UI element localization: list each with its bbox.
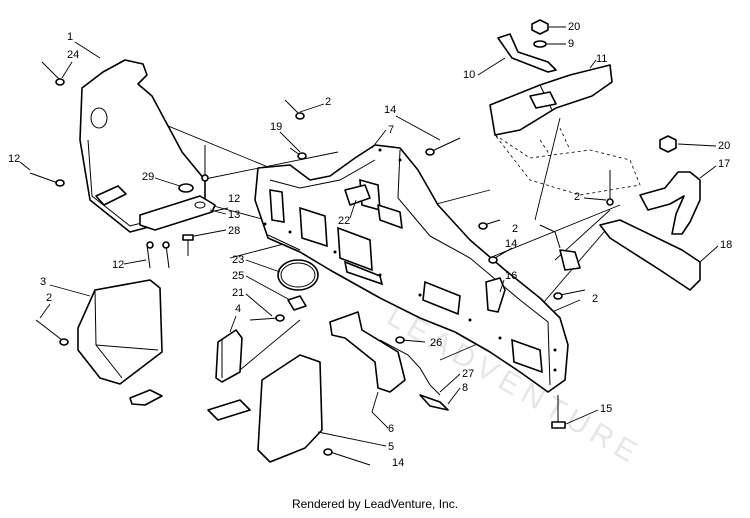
callout-12-low: 12	[112, 259, 124, 271]
callout-25: 25	[232, 270, 244, 282]
callout-1: 1	[67, 31, 73, 43]
callout-13: 13	[228, 209, 240, 221]
callout-2-right-b: 2	[592, 293, 598, 305]
ring-part-23	[277, 259, 319, 291]
callout-18: 18	[720, 239, 732, 251]
strap-part-10	[497, 33, 557, 73]
callout-23: 23	[232, 254, 244, 266]
bolt-part-15	[551, 421, 566, 429]
callout-20-top: 20	[568, 21, 580, 33]
panel-part-5	[207, 354, 323, 463]
pin-part-27	[379, 339, 441, 396]
callout-27: 27	[462, 368, 474, 380]
callout-22: 22	[338, 215, 350, 227]
callout-11: 11	[596, 53, 607, 65]
callout-21: 21	[232, 287, 244, 299]
bracket-part-11	[489, 64, 641, 196]
callout-28: 28	[228, 225, 240, 237]
washer-part-9	[533, 40, 547, 48]
callout-20-right: 20	[718, 140, 730, 152]
callout-6: 6	[388, 423, 394, 435]
clip-part-8	[419, 394, 449, 411]
latch-part-16	[485, 277, 506, 313]
callout-14-mid: 14	[505, 238, 517, 250]
callout-16: 16	[505, 270, 517, 282]
nut-part-20-right	[659, 135, 677, 153]
callout-14-top: 14	[384, 104, 396, 116]
callout-24: 24	[67, 49, 79, 61]
rail-part-18	[599, 219, 701, 291]
brace-part-6	[329, 311, 406, 393]
callout-14-bottom: 14	[392, 457, 404, 469]
callout-2-left: 2	[46, 292, 52, 304]
callout-29: 29	[142, 171, 154, 183]
bracket-part-17	[639, 171, 701, 235]
callout-8: 8	[462, 382, 468, 394]
callout-10: 10	[463, 69, 475, 81]
bracket-part-4	[215, 329, 243, 383]
callout-26: 26	[430, 337, 442, 349]
callout-15: 15	[600, 403, 612, 415]
callout-2-top: 2	[325, 96, 331, 108]
callout-9: 9	[568, 38, 574, 50]
shroud-part-3	[77, 279, 163, 406]
pad-part-25	[287, 295, 307, 311]
callout-12-left: 12	[8, 153, 20, 165]
bracket-part-22	[344, 184, 403, 229]
bracket-plate-part-1	[79, 59, 216, 256]
callout-3: 3	[40, 276, 46, 288]
callout-7: 7	[388, 124, 394, 136]
nut-part-20-top	[531, 19, 549, 35]
callout-17: 17	[718, 158, 730, 170]
callout-19: 19	[270, 121, 282, 133]
callout-12-mid: 12	[228, 193, 240, 205]
callout-2-right-a: 2	[512, 223, 518, 235]
callout-5: 5	[388, 441, 394, 453]
callout-2-far-right: 2	[574, 191, 580, 203]
rivets-left	[29, 61, 209, 346]
callout-labels: 1 24 12 29 12 13 28 12 3 2 19 2 7 14 22 …	[8, 21, 732, 469]
footer-credit: Rendered by LeadVenture, Inc.	[291, 497, 459, 511]
callout-4: 4	[235, 303, 241, 315]
